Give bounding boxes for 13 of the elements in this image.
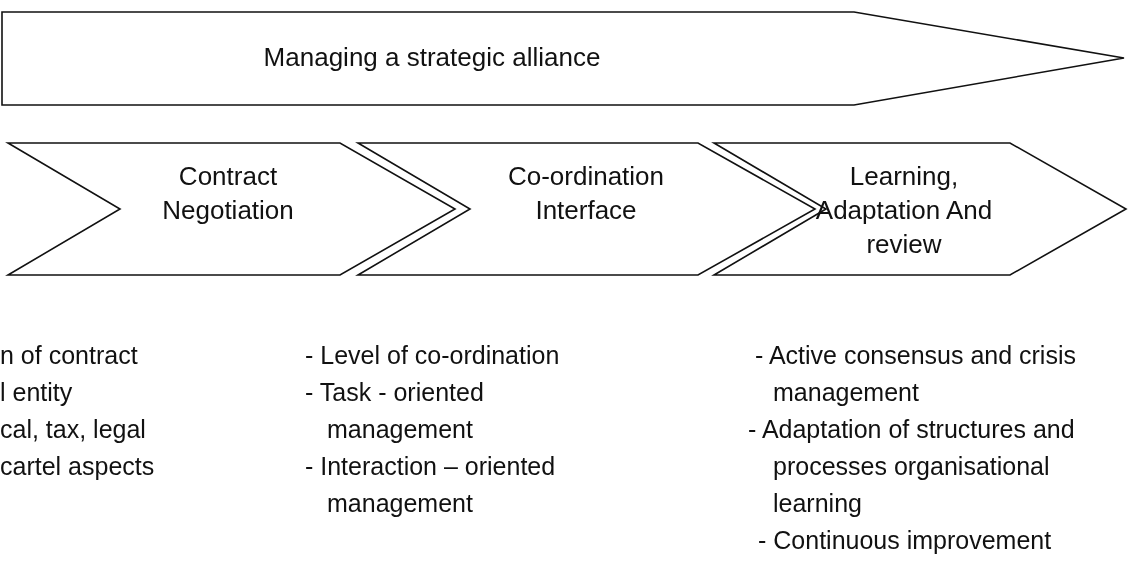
bullet-text: l entity — [0, 377, 74, 408]
bullet-text: - Adaptation of structures and processes organisational learning — [748, 414, 1076, 519]
bullet-text: n of contract — [0, 340, 139, 371]
banner-title: Managing a strategic alliance — [262, 41, 602, 74]
bullet-text: - Task - oriented management — [305, 377, 485, 445]
stage-label: Contract Negotiation — [161, 160, 295, 227]
bullet-text: cal, tax, legal cartel aspects — [0, 414, 156, 482]
stage-label: Co-ordination Interface — [506, 160, 666, 227]
bullet-text: - Interaction – oriented management — [305, 451, 557, 519]
bullet-text: - Active consensus and crisis management — [755, 340, 1077, 408]
stage-label: Learning, Adaptation And review — [814, 160, 994, 261]
bullet-text: - Level of co-ordination — [305, 340, 561, 371]
bullet-text: - Continuous improvement — [758, 525, 1053, 556]
